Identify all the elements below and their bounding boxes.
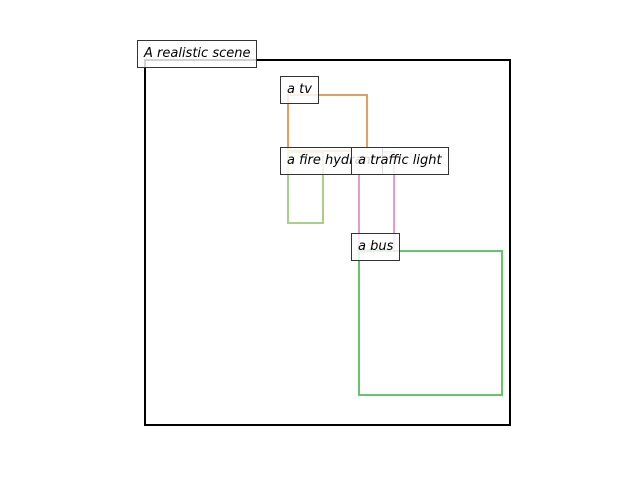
scene-title-label: A realistic scene — [137, 40, 258, 68]
scene-frame — [144, 59, 511, 426]
bus-box — [358, 250, 503, 396]
bus-label: a bus — [351, 233, 401, 261]
tv-label: a tv — [280, 76, 319, 104]
traffic-light-label: a traffic light — [351, 147, 449, 175]
